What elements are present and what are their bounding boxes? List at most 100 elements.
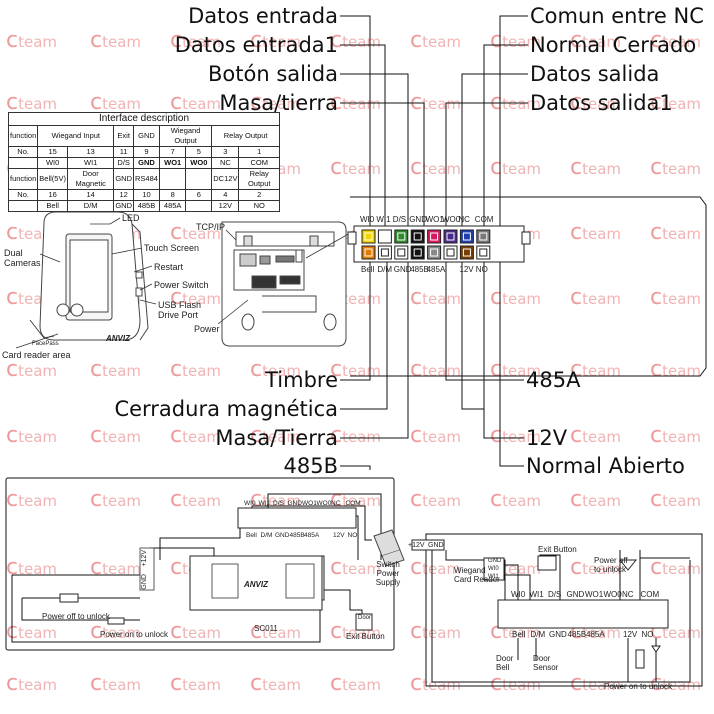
watermark-logo: cteam [170,30,222,52]
watermark-logo: cteam [6,489,58,511]
pin-top-hole-6 [462,232,471,241]
watermark-letter: c [410,285,423,310]
watermark-word: team [582,95,622,113]
watermark-letter: c [410,619,423,644]
bl-terminal-bottom-0: Bell [246,532,257,539]
watermark-logo: cteam [330,157,381,179]
watermark-word: team [182,33,222,51]
pin-top-hole-3 [413,232,422,241]
watermark-word: team [102,624,142,642]
watermark-logo: cteam [650,157,701,179]
watermark-word: team [502,624,542,642]
watermark-word: team [102,95,142,113]
br-terminal-bottom-7: NO [641,630,654,639]
watermark-word: team [582,560,622,578]
watermark-logo: cteam [650,489,701,511]
watermark-logo: cteam [490,673,541,695]
watermark-word: team [582,624,622,642]
watermark-letter: c [410,155,423,180]
pin-bottom-5 [443,245,458,260]
watermark-logo: cteam [6,557,57,579]
bl-door-label: Door [358,615,372,621]
watermark-letter: c [570,357,583,382]
watermark-letter: c [6,28,19,53]
watermark-word: team [342,95,382,113]
watermark-word: team [662,290,702,308]
usb-label: USB Flash Drive Port [158,300,202,320]
watermark-logo: cteam [650,287,702,309]
watermark-letter: c [170,423,183,448]
connector-bottom-label-6: 12V [459,265,474,274]
watermark-letter: c [170,487,183,512]
watermark-word: team [342,428,382,446]
pin-top-1 [377,229,392,244]
watermark-word: team [102,676,142,694]
watermark-logo: cteam [330,30,381,52]
watermark-logo: cteam [170,621,221,643]
watermark-letter: c [490,285,503,310]
watermark-word: team [422,160,462,178]
connector-top-label-3: GND [409,215,427,224]
watermark-word: team [422,290,462,308]
pin-bottom-hole-6 [462,248,471,257]
br-terminal-top-7: COM [640,590,660,599]
table-cell: 12V [211,200,240,212]
watermark-letter: c [490,671,503,696]
watermark-logo: cteam [570,489,621,511]
watermark-logo: cteam [330,557,381,579]
connector-bottom-label-1: D/M [377,265,393,274]
watermark-letter: c [170,220,183,245]
pin-top-6 [459,229,474,244]
watermark-word: team [502,428,542,446]
watermark-letter: c [90,487,103,512]
br-terminal-top-0: WI0 [511,590,526,599]
watermark-letter: c [330,555,343,580]
watermark-word: team [582,160,622,178]
watermark-word: team [102,428,142,446]
watermark-logo: cteam [90,30,141,52]
watermark-word: team [662,225,702,243]
watermark-letter: c [250,619,263,644]
watermark-logo: cteam [490,287,541,309]
pin-bottom-hole-4 [430,248,439,257]
touch-screen-label: Touch Screen [144,243,200,253]
watermark-logo: cteam [250,425,302,447]
watermark-word: team [582,676,622,694]
switch-power-supply-label: Switch Power Supply [375,560,401,587]
watermark-word: team [102,362,142,380]
watermark-word: team [18,492,58,510]
br-power-off-label: Power off to unlock [594,556,628,574]
watermark-logo: cteam [90,673,142,695]
watermark-letter: c [90,671,103,696]
watermark-word: team [582,225,622,243]
watermark-logo: cteam [90,92,142,114]
watermark-word: team [182,290,222,308]
pin-bottom-hole-0 [364,248,373,257]
br-supply-gnd: GND [428,542,444,549]
watermark-logo: cteam [410,287,462,309]
watermark-logo: cteam [570,30,621,52]
watermark-word: team [182,428,222,446]
watermark-logo: cteam [90,425,142,447]
pin-bottom-hole-2 [397,248,406,257]
callout-bottom-left-1: Cerradura magnética [114,397,338,421]
br-power-on-label: Power on to unlock [604,682,673,691]
watermark-letter: c [650,487,663,512]
watermark-word: team [342,492,382,510]
watermark-word: team [262,428,302,446]
table-cell: 485A [158,200,187,212]
watermark-letter: c [330,28,343,53]
connector-bottom-label-4: 485A [426,265,446,274]
watermark-logo: cteam [170,673,221,695]
watermark-word: team [422,492,462,510]
bl-terminal-top-0: WI0 [244,500,256,507]
watermark-letter: c [570,285,583,310]
watermark-letter: c [650,423,663,448]
watermark-logo: cteam [490,30,541,52]
watermark-logo: cteam [490,157,541,179]
pin-top-hole-0 [364,232,373,241]
table-cell [7,200,39,212]
connector-latch-left [347,231,357,245]
